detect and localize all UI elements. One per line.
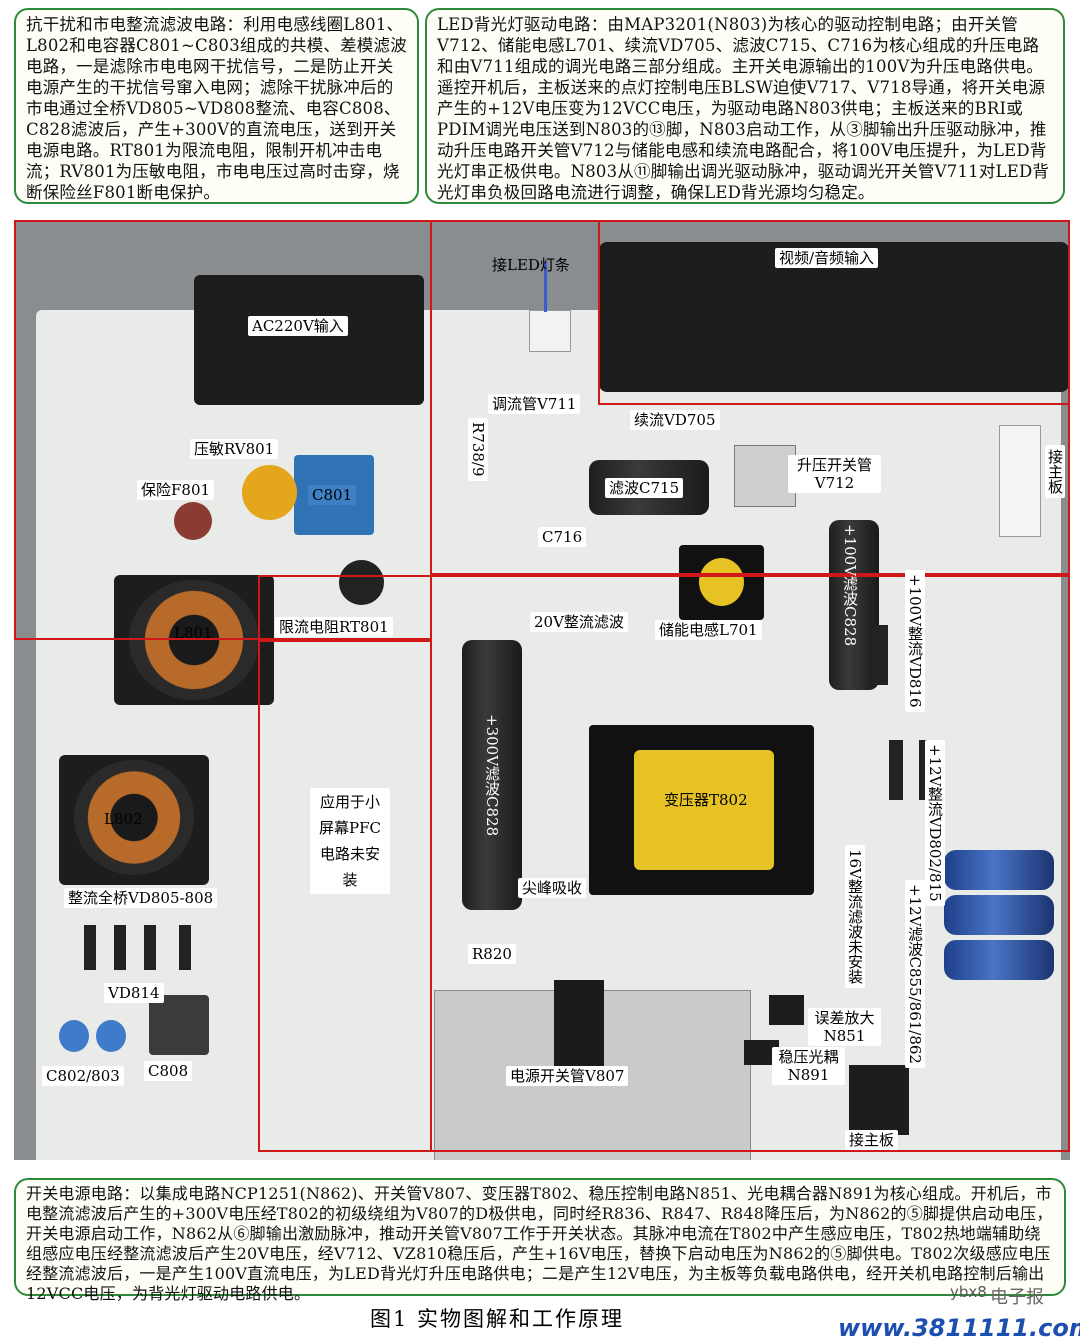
rv801 xyxy=(242,465,297,520)
mainboard-connector-bottom xyxy=(849,1065,909,1135)
t802-winding xyxy=(634,750,774,870)
watermark-brand: 电子报 xyxy=(990,1287,1044,1308)
label-v711: 调流管V711 xyxy=(488,394,581,414)
label-snubber: 尖峰吸收 xyxy=(518,878,587,898)
l802-coil xyxy=(74,760,194,875)
label-c802: C802/803 xyxy=(42,1066,124,1086)
note-switching-power-text: 开关电源电路：以集成电路NCP1251(N862)、开关管V807、变压器T80… xyxy=(26,1184,1053,1303)
led-connector xyxy=(529,310,571,352)
rt801 xyxy=(339,560,384,605)
l801-coil xyxy=(129,580,259,700)
vd816-diode xyxy=(874,625,888,685)
c855-cap xyxy=(944,850,1054,890)
watermark-url: www.3811111.com xyxy=(838,1314,1080,1342)
label-r738: R738/9 xyxy=(468,418,488,481)
label-pfc: 应用于小屏幕PFC电路未安装 xyxy=(310,788,390,894)
label-c828-100v: +100V滤波C828 xyxy=(841,524,859,647)
c862-cap xyxy=(944,940,1054,980)
note-emi-rectifier: 抗干扰和市电整流滤波电路：利用电感线圈L801、L802和电容器C801~C80… xyxy=(14,8,419,204)
label-t802: 变压器T802 xyxy=(664,791,748,809)
label-mainboard-bottom: 接主板 xyxy=(845,1130,899,1150)
label-led-strip: 接LED灯条 xyxy=(492,256,570,274)
label-av-input: 视频/音频输入 xyxy=(775,248,879,268)
c802-cap xyxy=(59,1020,89,1052)
note-led-driver: LED背光灯驱动电路：由MAP3201(N803)为核心的驱动控制电路；由开关管… xyxy=(425,8,1065,204)
vd808-diode xyxy=(179,925,191,970)
label-ac-input: AC220V输入 xyxy=(248,316,348,336)
mainboard-connector-right xyxy=(999,425,1041,537)
c861-cap xyxy=(944,895,1054,935)
ac-connector xyxy=(194,275,424,405)
vd807-diode xyxy=(144,925,156,970)
f801 xyxy=(174,502,212,540)
label-n851: 误差放大N851 xyxy=(808,1008,881,1046)
vd806-diode xyxy=(114,925,126,970)
label-20v: 20V整流滤波 xyxy=(530,612,628,632)
vd805-diode xyxy=(84,925,96,970)
note-led-driver-text: LED背光灯驱动电路：由MAP3201(N803)为核心的驱动控制电路；由开关管… xyxy=(437,15,1050,202)
label-r820: R820 xyxy=(468,944,516,964)
label-f801: 保险F801 xyxy=(137,480,215,500)
led-wire xyxy=(544,262,547,312)
n851-chip xyxy=(769,995,804,1025)
c808-cap xyxy=(149,995,209,1055)
label-16v: 16V整流滤波未安装 xyxy=(845,845,865,988)
v712-component xyxy=(734,445,796,507)
note-switching-power: 开关电源电路：以集成电路NCP1251(N862)、开关管V807、变压器T80… xyxy=(14,1178,1066,1303)
note-emi-rectifier-text: 抗干扰和市电整流滤波电路：利用电感线圈L801、L802和电容器C801~C80… xyxy=(26,15,407,202)
c828-100v-cap xyxy=(829,520,879,690)
label-c855: +12V滤波C855/861/862 xyxy=(905,880,925,1068)
figure-caption: 图1 实物图解和工作原理 xyxy=(370,1307,625,1331)
label-mainboard-right: 接主板 xyxy=(1045,445,1065,498)
label-l802: L802 xyxy=(104,810,143,828)
label-vd705: 续流VD705 xyxy=(630,410,720,430)
region-pfc xyxy=(258,640,432,1152)
label-bridge: 整流全桥VD805-808 xyxy=(64,888,218,908)
vd802-diode xyxy=(889,740,903,800)
label-c808: C808 xyxy=(144,1061,193,1081)
c828-300v-cap xyxy=(462,640,522,910)
label-c715: 滤波C715 xyxy=(605,478,684,498)
label-vd802: +12V整流VD802/815 xyxy=(925,740,945,906)
label-n891: 稳压光耦N891 xyxy=(772,1047,845,1085)
l701-winding xyxy=(699,558,744,606)
label-c716: C716 xyxy=(538,527,587,547)
watermark-small: ybx8 xyxy=(950,1283,987,1301)
label-l801: L801 xyxy=(174,624,213,642)
label-c828-300v: +300V滤波C828 xyxy=(483,714,501,837)
label-vd816: +100V整流VD816 xyxy=(905,570,925,712)
label-v807: 电源开关管V807 xyxy=(506,1066,629,1086)
label-vd814: VD814 xyxy=(104,983,164,1003)
v807-transistor xyxy=(554,980,604,1070)
label-rv801: 压敏RV801 xyxy=(190,439,279,459)
label-l701: 储能电感L701 xyxy=(655,620,762,640)
label-rt801: 限流电阻RT801 xyxy=(275,617,393,637)
label-c801: C801 xyxy=(308,485,357,505)
label-v712: 升压开关管V712 xyxy=(788,455,881,493)
region-mainboard-right xyxy=(598,220,1070,405)
c803-cap xyxy=(96,1020,126,1052)
